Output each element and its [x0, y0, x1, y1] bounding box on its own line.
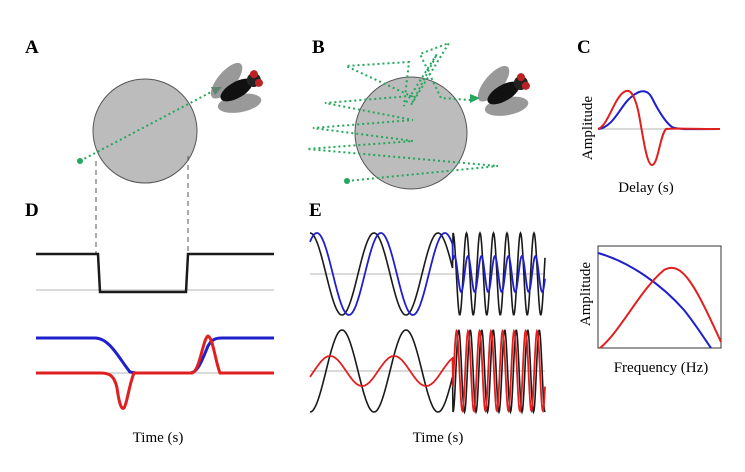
- panel-letter-b: B: [312, 37, 325, 58]
- response-trace-blue-d: [36, 336, 274, 375]
- trajectory-start-a: [77, 158, 83, 164]
- panel-c: C Amplitude Delay (s) Amplitude Frequenc…: [577, 37, 722, 376]
- amplitude-label-top: Amplitude: [580, 96, 596, 161]
- frequency-response-blue: [597, 252, 712, 349]
- panel-letter-a: A: [25, 37, 39, 58]
- frequency-response-red: [599, 266, 722, 349]
- fly-icon: [477, 65, 530, 116]
- panel-e: E Time (s): [309, 200, 546, 446]
- time-label-d: Time (s): [133, 430, 184, 446]
- response-trace-red-d: [36, 334, 274, 410]
- trajectory-arrow-b: [470, 94, 480, 103]
- panel-b: B: [306, 37, 530, 190]
- panel-d: D Time (s): [25, 200, 274, 446]
- stimulus-sine-top: [310, 231, 546, 316]
- response-sine-blue: [309, 232, 546, 316]
- time-label-e: Time (s): [413, 430, 464, 446]
- fly-icon: [210, 62, 263, 113]
- stimulus-step-trace: [36, 252, 274, 294]
- stimulus-sine-bottom: [309, 329, 546, 415]
- panel-a: A: [25, 37, 263, 254]
- panel-letter-d: D: [25, 200, 39, 221]
- panel-letter-c: C: [577, 37, 591, 58]
- amplitude-label-bottom: Amplitude: [578, 262, 594, 327]
- panel-letter-e: E: [309, 200, 322, 221]
- impulse-response-red: [597, 89, 721, 167]
- trajectory-start-b: [344, 178, 350, 184]
- target-disc-a: [92, 78, 198, 184]
- response-sine-red: [309, 328, 546, 414]
- impulse-response-blue: [597, 90, 721, 131]
- frequency-label: Frequency (Hz): [614, 360, 709, 376]
- delay-label: Delay (s): [618, 180, 673, 196]
- fly-trajectory-a: [79, 90, 214, 162]
- target-disc-b: [354, 76, 468, 190]
- frequency-plot-frame: [597, 245, 722, 349]
